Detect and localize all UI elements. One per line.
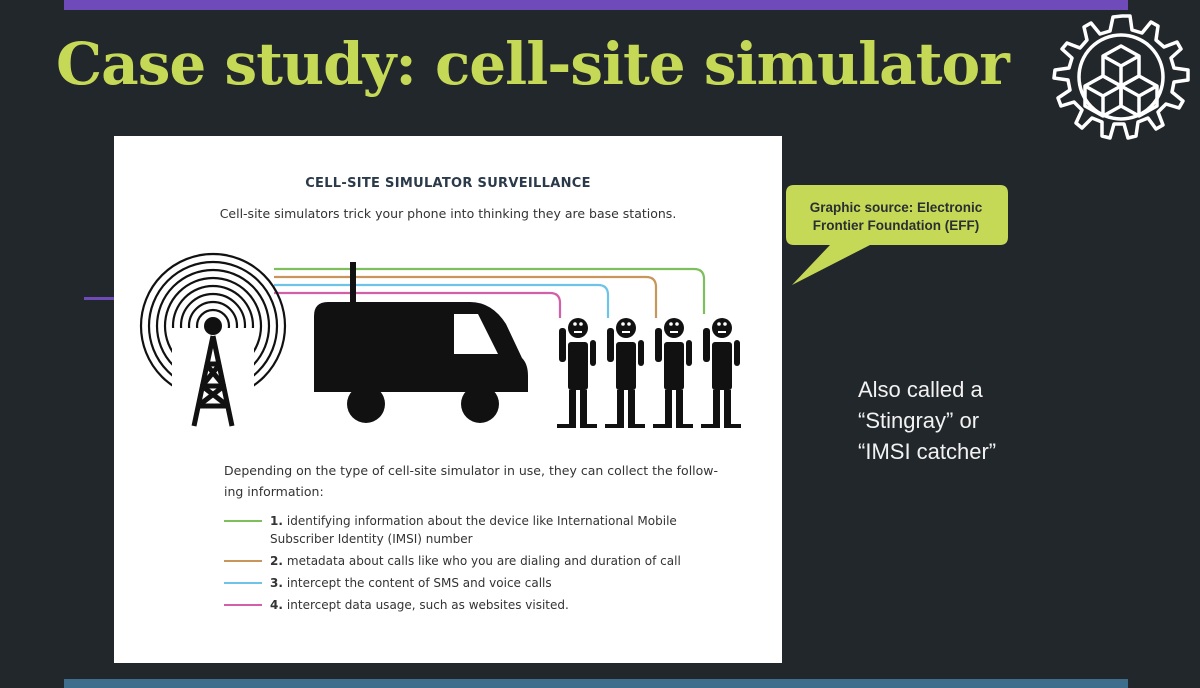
- side-accent-line: [84, 297, 114, 300]
- top-accent-bar: [64, 0, 1128, 10]
- line-metadata: [274, 275, 658, 318]
- legend-swatch: [224, 560, 262, 562]
- line-content: [274, 283, 610, 318]
- line-data: [274, 291, 562, 318]
- person-on-phone-icon: [557, 318, 741, 428]
- cell-tower-icon: [139, 252, 287, 427]
- graphic-intro: Depending on the type of cell-site simul…: [224, 463, 719, 499]
- list-item: 1.identifying information about the devi…: [224, 512, 704, 548]
- graphic-title: CELL-SITE SIMULATOR SURVEILLANCE: [305, 176, 591, 191]
- surveillance-illustration: [139, 252, 741, 428]
- eff-graphic: CELL-SITE SIMULATOR SURVEILLANCE Cell-si…: [114, 136, 782, 663]
- legend-swatch: [224, 582, 262, 584]
- list-item: 2.metadata about calls like who you are …: [224, 552, 704, 570]
- gear-cube-icon: [1052, 14, 1190, 140]
- list-item: 4.intercept data usage, such as websites…: [224, 596, 704, 614]
- source-callout: [786, 185, 1008, 285]
- slide-title: Case study: cell-site simulator: [56, 30, 1010, 98]
- aside-note: Also called a “Stingray” or “IMSI catche…: [858, 377, 997, 464]
- line-imsi: [274, 267, 706, 314]
- van-icon: [314, 262, 528, 423]
- legend-swatch: [224, 604, 262, 606]
- callout-text: Graphic source: Electronic Frontier Foun…: [809, 200, 983, 233]
- list-item: 3.intercept the content of SMS and voice…: [224, 574, 704, 592]
- legend-swatch: [224, 520, 262, 522]
- graphic-subtitle: Cell-site simulators trick your phone in…: [219, 206, 677, 221]
- bottom-accent-bar: [64, 679, 1128, 688]
